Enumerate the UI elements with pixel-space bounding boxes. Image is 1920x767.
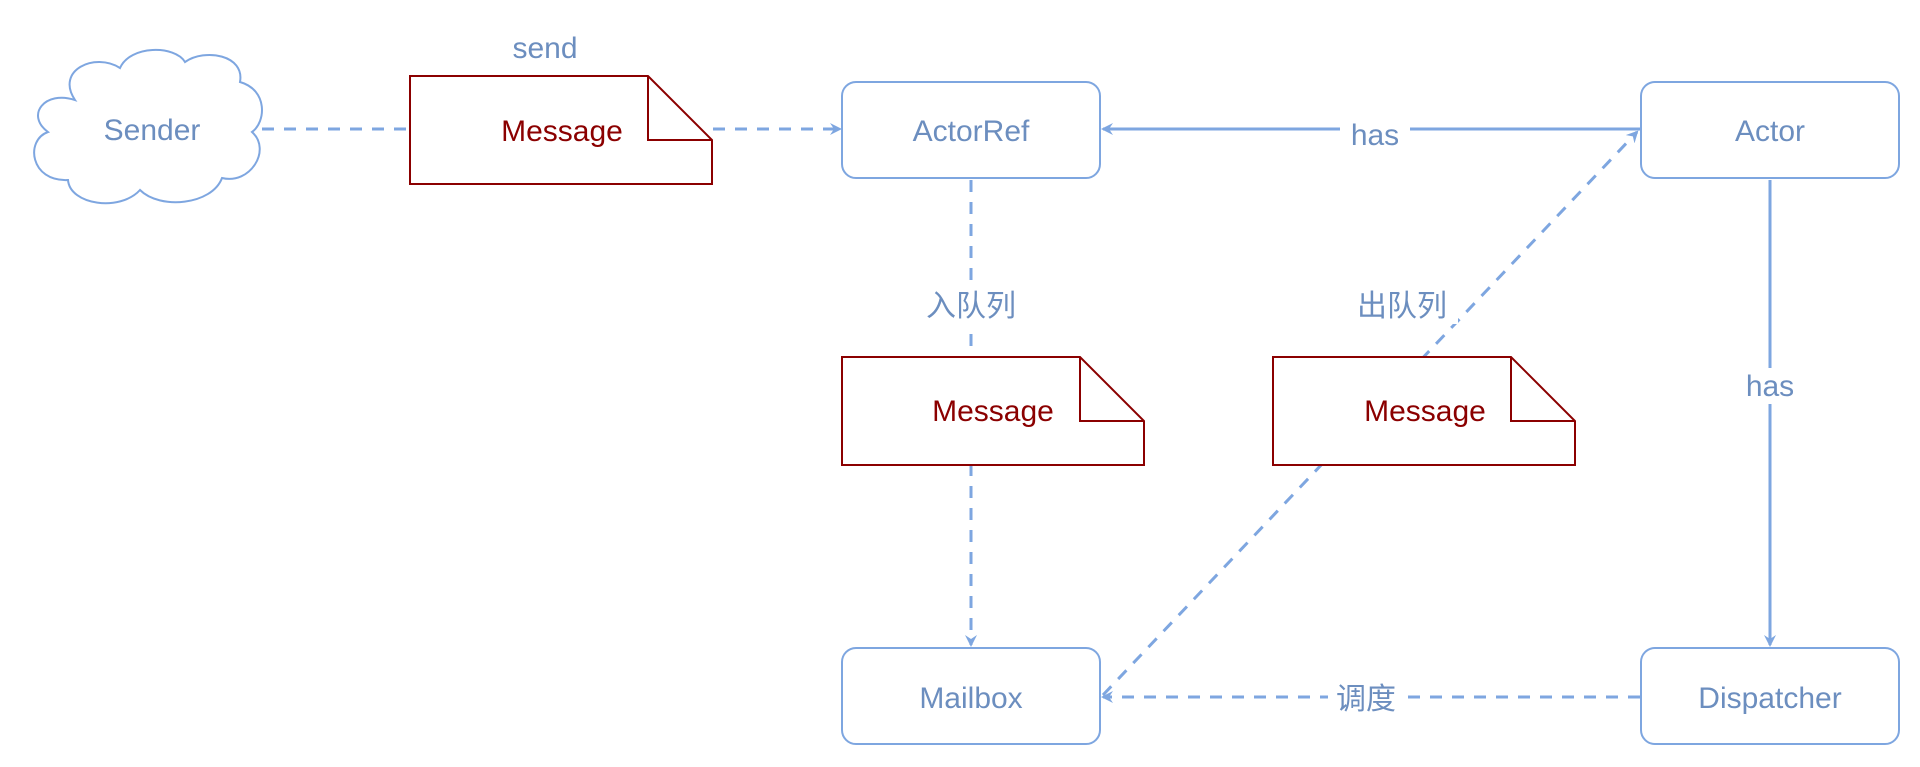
enqueue-message-note: Message	[841, 356, 1145, 466]
actor-label: Actor	[1735, 115, 1805, 148]
mailbox-label: Mailbox	[919, 682, 1022, 715]
send-label: send	[512, 32, 577, 65]
mailbox-node: Mailbox	[841, 647, 1101, 745]
sender-label: Sender	[104, 114, 201, 147]
send-message-label: Message	[501, 115, 623, 148]
dequeue-message-label: Message	[1364, 395, 1486, 428]
edge-labels: send has 入队列 出队列 has 调度	[512, 32, 1804, 717]
actorref-node: ActorRef	[841, 81, 1101, 179]
dispatcher-label: Dispatcher	[1698, 682, 1841, 715]
dispatcher-node: Dispatcher	[1640, 647, 1900, 745]
schedule-label: 调度	[1336, 683, 1396, 716]
enqueue-message-label: Message	[932, 395, 1054, 428]
edge-mailbox-dequeue-to-actor	[1101, 130, 1639, 697]
actor-has-actorref-label: has	[1351, 119, 1399, 152]
sender-cloud: Sender	[33, 49, 263, 205]
actor-has-dispatcher-label: has	[1746, 370, 1794, 403]
dequeue-label: 出队列	[1357, 290, 1447, 323]
send-message-note: Message	[409, 75, 713, 185]
actor-node: Actor	[1640, 81, 1900, 179]
dequeue-message-note: Message	[1272, 356, 1576, 466]
actorref-label: ActorRef	[913, 115, 1030, 148]
enqueue-label: 入队列	[926, 290, 1016, 323]
